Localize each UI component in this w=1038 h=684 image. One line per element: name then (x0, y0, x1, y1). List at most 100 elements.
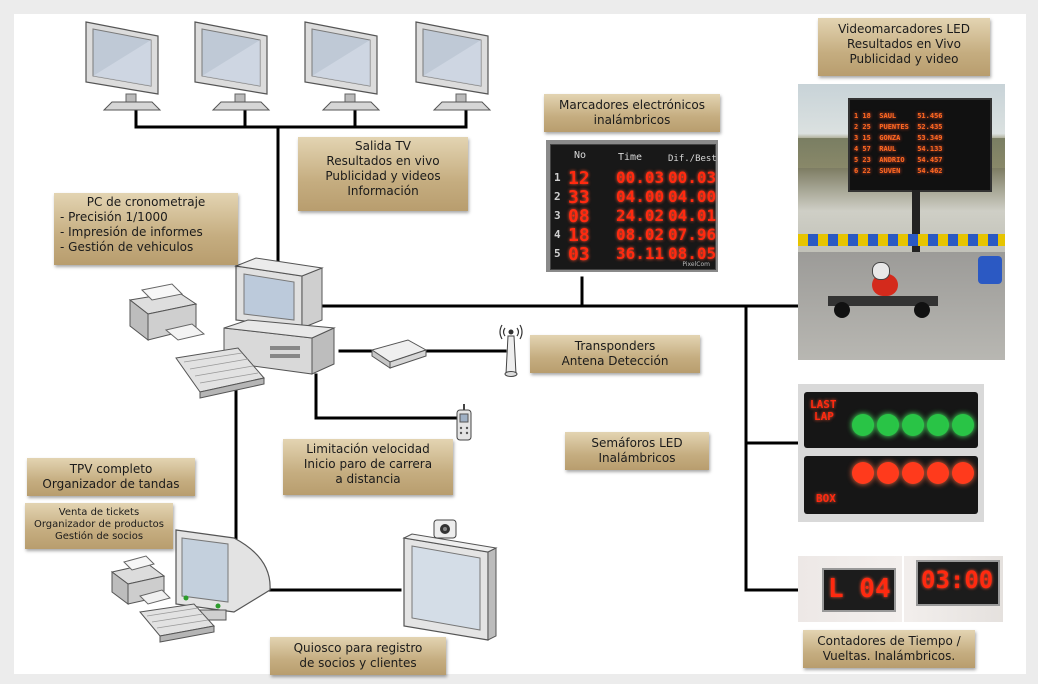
label-line: Marcadores electrónicos (559, 98, 705, 112)
label-line: Videomarcadores LED (838, 22, 970, 36)
label-line: Quiosco para registro (293, 641, 423, 655)
time-counter: 03:00 (916, 560, 1000, 606)
label-line: inalámbricos (593, 113, 671, 127)
label-venta: Venta de tickets Organizador de producto… (25, 503, 173, 549)
label-line: Semáforos LED (591, 436, 683, 450)
kiosk-icon (402, 519, 498, 641)
red-light (852, 462, 874, 484)
semaphore-green-panel: LAST LAP (804, 392, 978, 448)
scoreboard-cell-no: 08 (568, 206, 590, 227)
label-line: - Precisión 1/1000 (60, 210, 168, 224)
lap-counter: L 04 (822, 568, 896, 612)
label-contadores: Contadores de Tiempo / Vueltas. Inalámbr… (803, 630, 975, 668)
red-light (902, 462, 924, 484)
scoreboard-cell-time: 36.11 (616, 244, 665, 263)
lap-counter-value: L 04 (828, 574, 891, 604)
label-quiosco: Quiosco para registro de socios y client… (270, 637, 446, 675)
scoreboard-header-dif: Dif./Best (668, 154, 717, 164)
green-light (902, 414, 924, 436)
label-line: Antena Detección (561, 354, 669, 368)
remote-control-icon (456, 404, 472, 441)
scoreboard-cell-dif: 04.01 (668, 206, 717, 225)
scoreboard-cell-time: 04.00 (616, 187, 665, 206)
label-line: - Impresión de informes (60, 225, 203, 239)
label-pc-cronometraje: PC de cronometraje - Precisión 1/1000 - … (54, 193, 238, 265)
video-board-row: 4 57 RAUL 54.133 (854, 145, 943, 153)
label-line: Venta de tickets (58, 507, 140, 518)
scoreboard-cell-pos: 2 (554, 190, 561, 203)
scoreboard-header-time: Time (618, 152, 643, 163)
label-line: Información (347, 184, 419, 198)
semaphore-last-label: LAST (810, 398, 837, 411)
video-board-row: 6 22 SUVEN 54.462 (854, 167, 943, 175)
video-board-row: 1 18 SAUL 51.456 (854, 112, 943, 120)
label-line: Inicio paro de carrera (303, 457, 433, 471)
label-line: a distancia (335, 472, 401, 486)
label-line: Vueltas. Inalámbricos. (822, 649, 956, 663)
video-board-row: 3 15 GONZA 53.349 (854, 134, 943, 142)
time-counter-value: 03:00 (921, 566, 994, 594)
video-board-row: 5 23 ANDRIO 54.457 (854, 156, 943, 164)
scoreboard-brand: PixelCom (682, 261, 710, 268)
scoreboard-cell-dif: 04.00 (668, 187, 717, 206)
monitor-icon (304, 21, 381, 111)
scoreboard-cell-dif: 08.05 (668, 244, 717, 263)
label-line: Organizador de productos (34, 519, 164, 530)
scoreboard-cell-no: 18 (568, 225, 590, 246)
scoreboard-cell-time: 00.03 (616, 168, 665, 187)
video-board-photo: 1 18 SAUL 51.456 2 25 PUENTES 52.435 3 15 … (798, 84, 1005, 360)
green-light (852, 414, 874, 436)
label-line: Transponders (574, 339, 656, 353)
label-tpv: TPV completo Organizador de tandas (27, 458, 195, 496)
scoreboard-cell-pos: 5 (554, 247, 561, 260)
video-board-row: 2 25 PUENTES 52.435 (854, 123, 943, 131)
scoreboard-cell-no: 03 (568, 244, 590, 265)
label-line: Publicidad y video (849, 52, 959, 66)
scoreboard-cell-no: 33 (568, 187, 590, 208)
antenna-icon (499, 324, 523, 377)
scoreboard-cell-time: 08.02 (616, 225, 665, 244)
label-transponders: Transponders Antena Detección (530, 335, 700, 373)
label-semaforos: Semáforos LED Inalámbricos (565, 432, 709, 470)
keyboard-icon (139, 603, 215, 643)
scoreboard-cell-pos: 4 (554, 228, 561, 241)
label-line: Inalámbricos (598, 451, 676, 465)
tv-monitors (85, 21, 492, 111)
monitor-icon (415, 21, 492, 111)
ticket-printer-icon (110, 555, 171, 605)
label-line: - Gestión de vehiculos (60, 240, 194, 254)
router-icon (370, 339, 428, 369)
label-line: Resultados en Vivo (847, 37, 961, 51)
green-light (927, 414, 949, 436)
red-light (952, 462, 974, 484)
label-limitacion: Limitación velocidad Inicio paro de carr… (283, 439, 453, 495)
tpv-terminal-icon (175, 529, 271, 621)
label-videomarcadores: Videomarcadores LED Resultados en Vivo P… (818, 18, 990, 76)
kart-driver (828, 262, 938, 318)
monitor-icon (85, 21, 162, 111)
scoreboard-cell-pos: 1 (554, 171, 561, 184)
label-salida-tv: Salida TV Resultados en vivo Publicidad … (298, 137, 468, 211)
counters-photo: L 04 03:00 (798, 556, 1003, 622)
red-light (877, 462, 899, 484)
semaphore-photo: LAST LAP BOX (798, 384, 984, 522)
scoreboard-cell-no: 12 (568, 168, 590, 189)
label-line: Publicidad y videos (325, 169, 441, 183)
keyboard-icon (175, 347, 265, 399)
green-light (952, 414, 974, 436)
scoreboard-cell-pos: 3 (554, 209, 561, 222)
label-line: Resultados en vivo (326, 154, 440, 168)
label-line: Contadores de Tiempo / (817, 634, 961, 648)
label-line: Salida TV (355, 139, 411, 153)
scoreboard-header-no: No (574, 150, 587, 161)
scoreboard-cell-time: 24.02 (616, 206, 665, 225)
label-line: de socios y clientes (299, 656, 417, 670)
scoreboard-cell-dif: 00.03 (668, 168, 717, 187)
printer-icon (128, 283, 206, 342)
label-line: Limitación velocidad (306, 442, 430, 456)
semaphore-lap-label: LAP (814, 410, 834, 423)
red-light (927, 462, 949, 484)
green-light (877, 414, 899, 436)
